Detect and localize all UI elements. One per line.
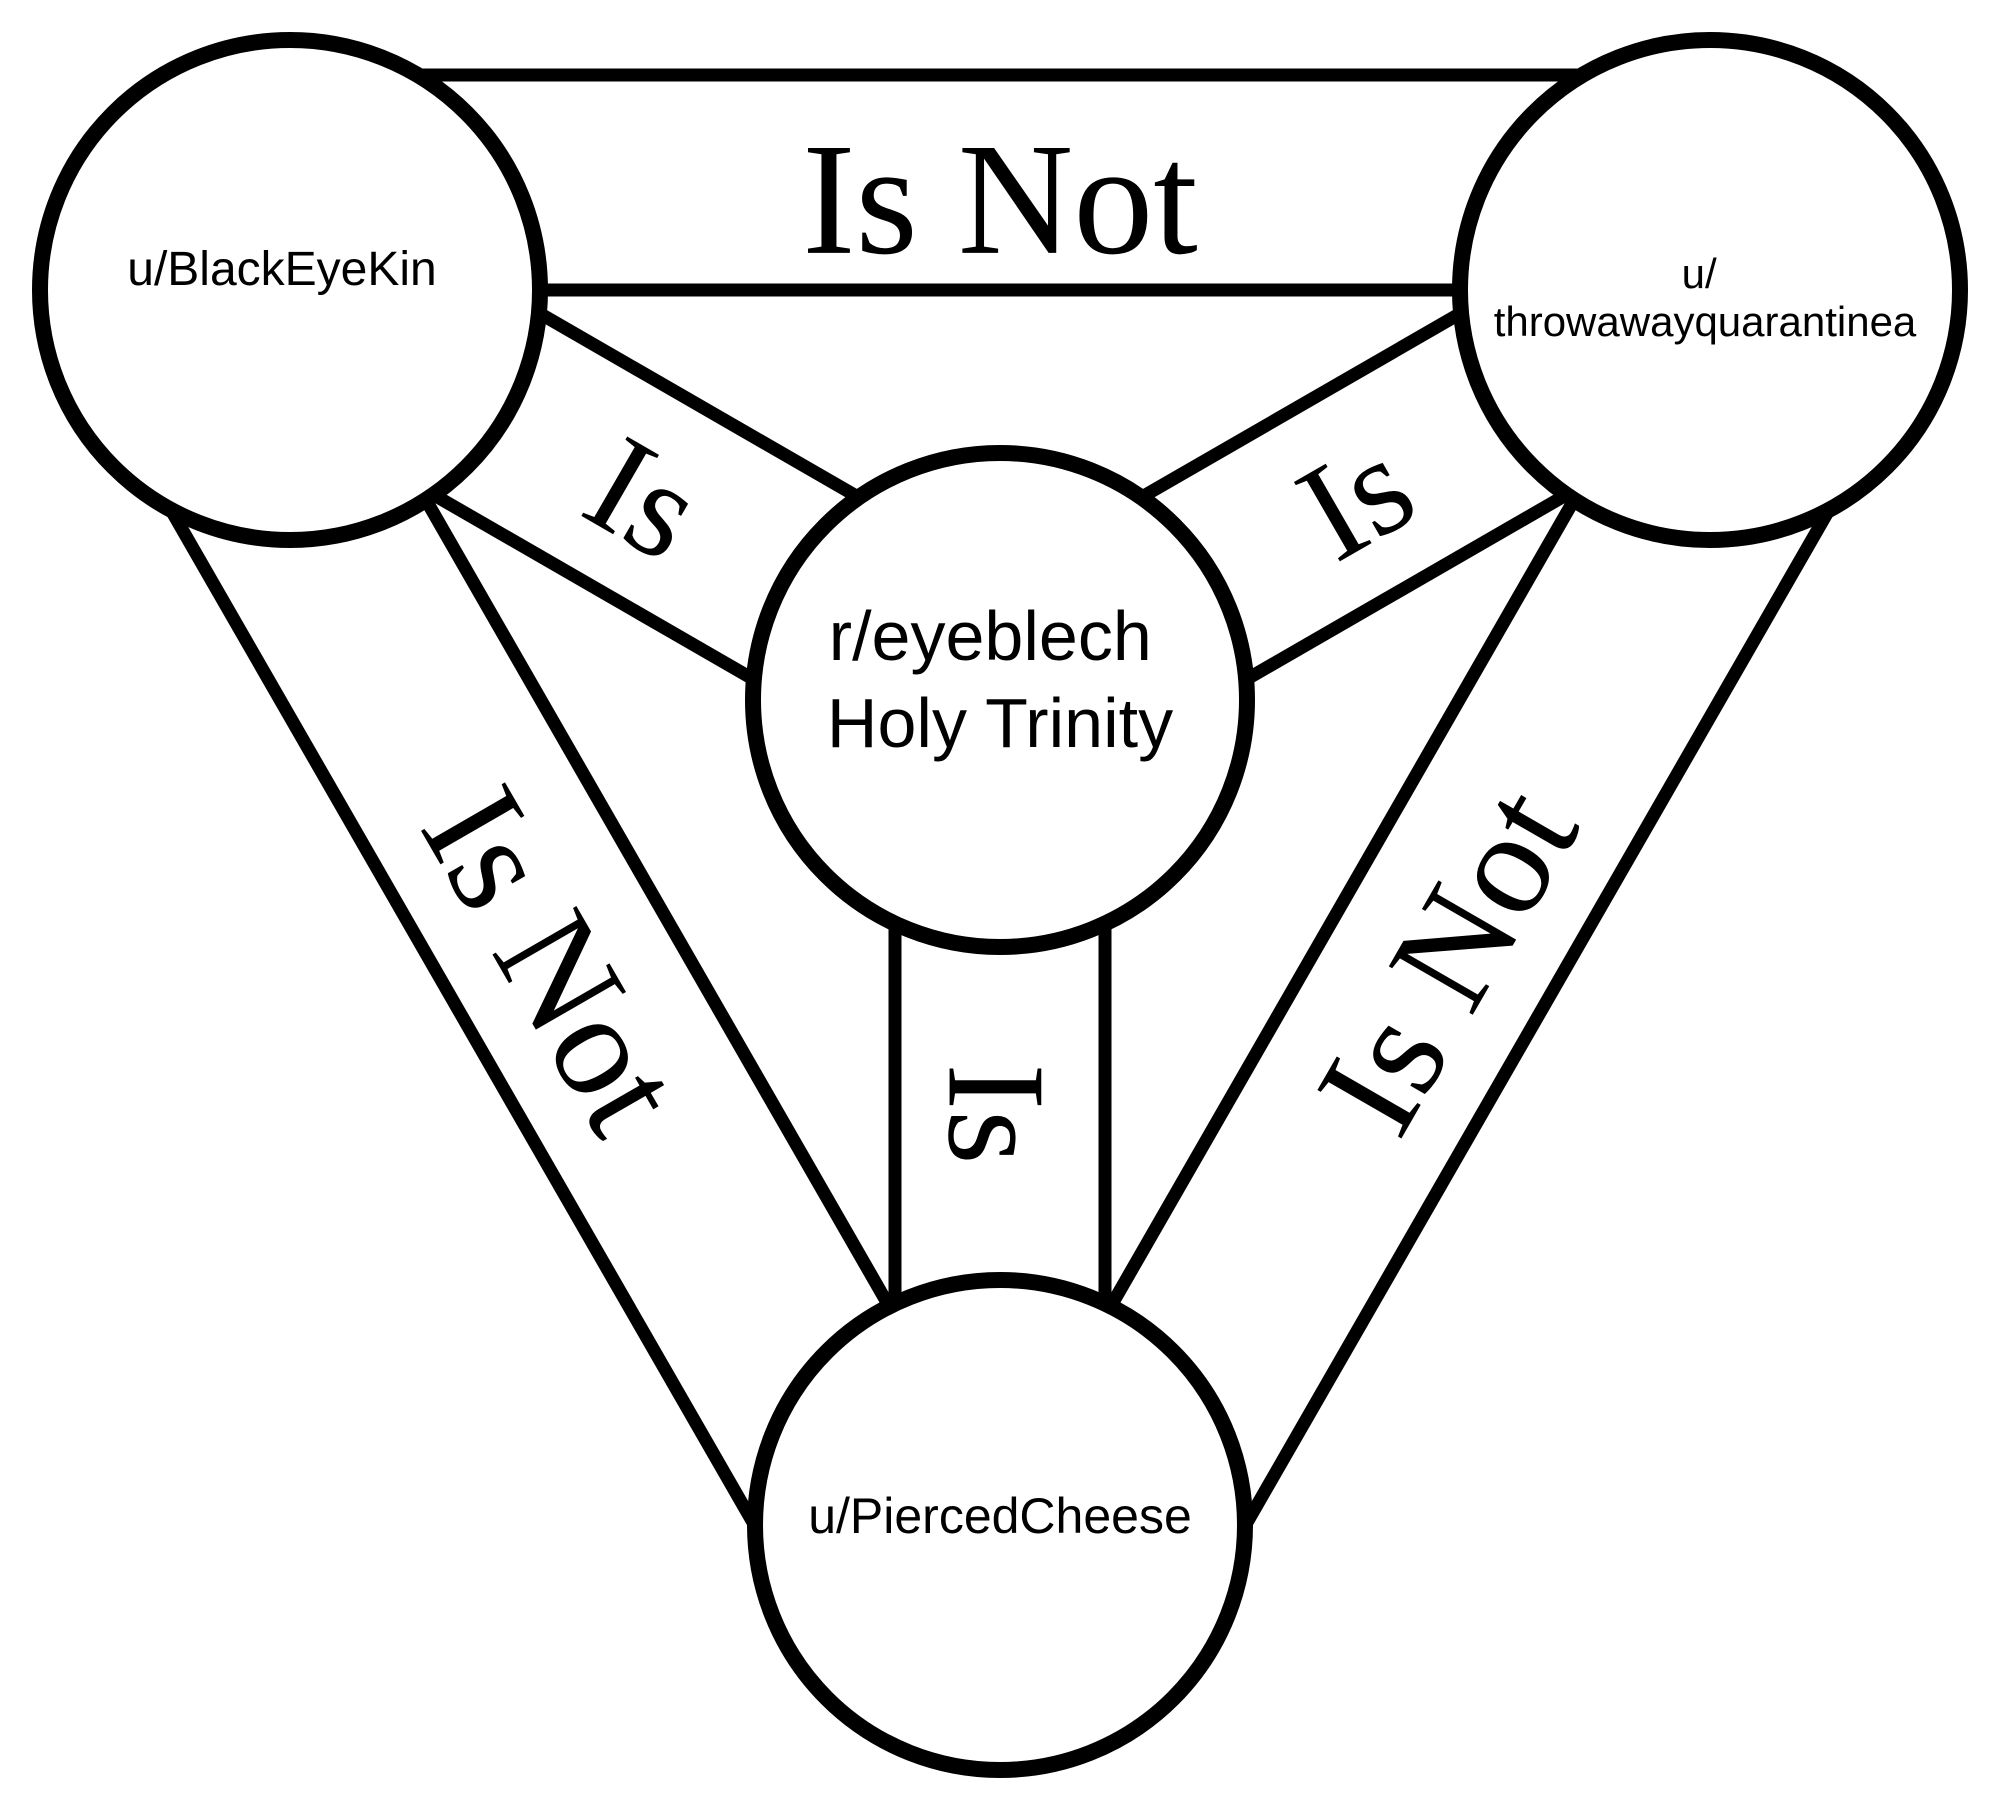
node-top-right-label: u/ throwawayquarantinea: [1494, 250, 1917, 345]
edge-left-outer-line: [165, 506, 761, 1530]
node-center-label-line2: Holy Trinity: [827, 684, 1173, 762]
edge-center-left-upper-line: [535, 307, 862, 503]
edge-right-label: Is Not: [1285, 761, 1610, 1160]
node-top-right-circle: [1452, 32, 1968, 548]
node-bottom-label: u/PiercedCheese: [808, 1488, 1192, 1544]
node-top-right-label-line2: throwawayquarantinea: [1494, 298, 1917, 345]
node-center-circle: [745, 445, 1255, 955]
edge-center-left-label: Is: [562, 406, 727, 591]
edge-center-right-upper-line: [1138, 307, 1465, 503]
edge-top-label: Is Not: [802, 110, 1198, 288]
node-bottom-circle: [747, 1272, 1253, 1778]
edge-center-left-lower-line: [430, 489, 757, 685]
node-top-left-circle: [32, 32, 548, 548]
edge-right-inner-line: [1105, 496, 1580, 1310]
node-top-right-label-line1: u/: [1682, 250, 1717, 297]
edge-left-inner-line: [420, 496, 895, 1310]
node-center-label-line1: r/eyeblech: [829, 597, 1152, 675]
edge-center-right-label: Is: [1273, 406, 1438, 591]
node-center-label: r/eyeblech Holy Trinity: [827, 597, 1173, 762]
node-top-left-label: u/BlackEyeKin: [127, 243, 437, 296]
edge-center-bottom-label: Is: [919, 1063, 1074, 1164]
edge-left-label: Is Not: [390, 761, 715, 1160]
edge-center-right-lower-line: [1243, 489, 1570, 685]
edge-right-outer-line: [1239, 506, 1835, 1530]
